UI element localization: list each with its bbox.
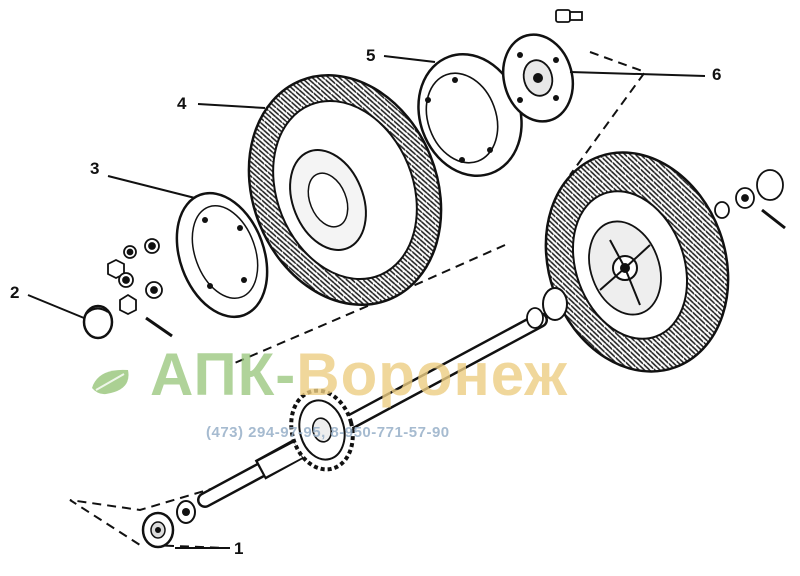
right-hardware	[714, 169, 786, 230]
callout-3: 3	[90, 159, 100, 178]
watermark-brand: АПК-Воронеж	[150, 345, 568, 405]
left-nuts-washers	[107, 238, 173, 338]
top-bolt	[555, 9, 583, 23]
hub-cap	[82, 304, 114, 340]
left-rim-half	[175, 191, 269, 319]
watermark-brand-part2: Воронеж	[296, 341, 568, 408]
callout-2: 2	[10, 283, 20, 302]
bearing	[141, 500, 196, 549]
callout-5: 5	[366, 46, 376, 65]
watermark-brand-part1: АПК-	[150, 341, 297, 408]
axle-shaft	[197, 287, 568, 508]
right-assembled-wheel	[544, 151, 730, 373]
right-rim-half	[417, 53, 523, 177]
sprocket	[289, 388, 355, 472]
drive-flange	[501, 33, 575, 123]
leader-lines	[27, 55, 706, 549]
leaf-icon	[92, 369, 129, 395]
callout-1: 1	[234, 539, 244, 558]
callout-4: 4	[177, 94, 187, 113]
callout-6: 6	[712, 65, 722, 84]
watermark-phone: (473) 294-97-95, 8-950-771-57-90	[206, 424, 450, 441]
left-tire	[247, 74, 443, 306]
